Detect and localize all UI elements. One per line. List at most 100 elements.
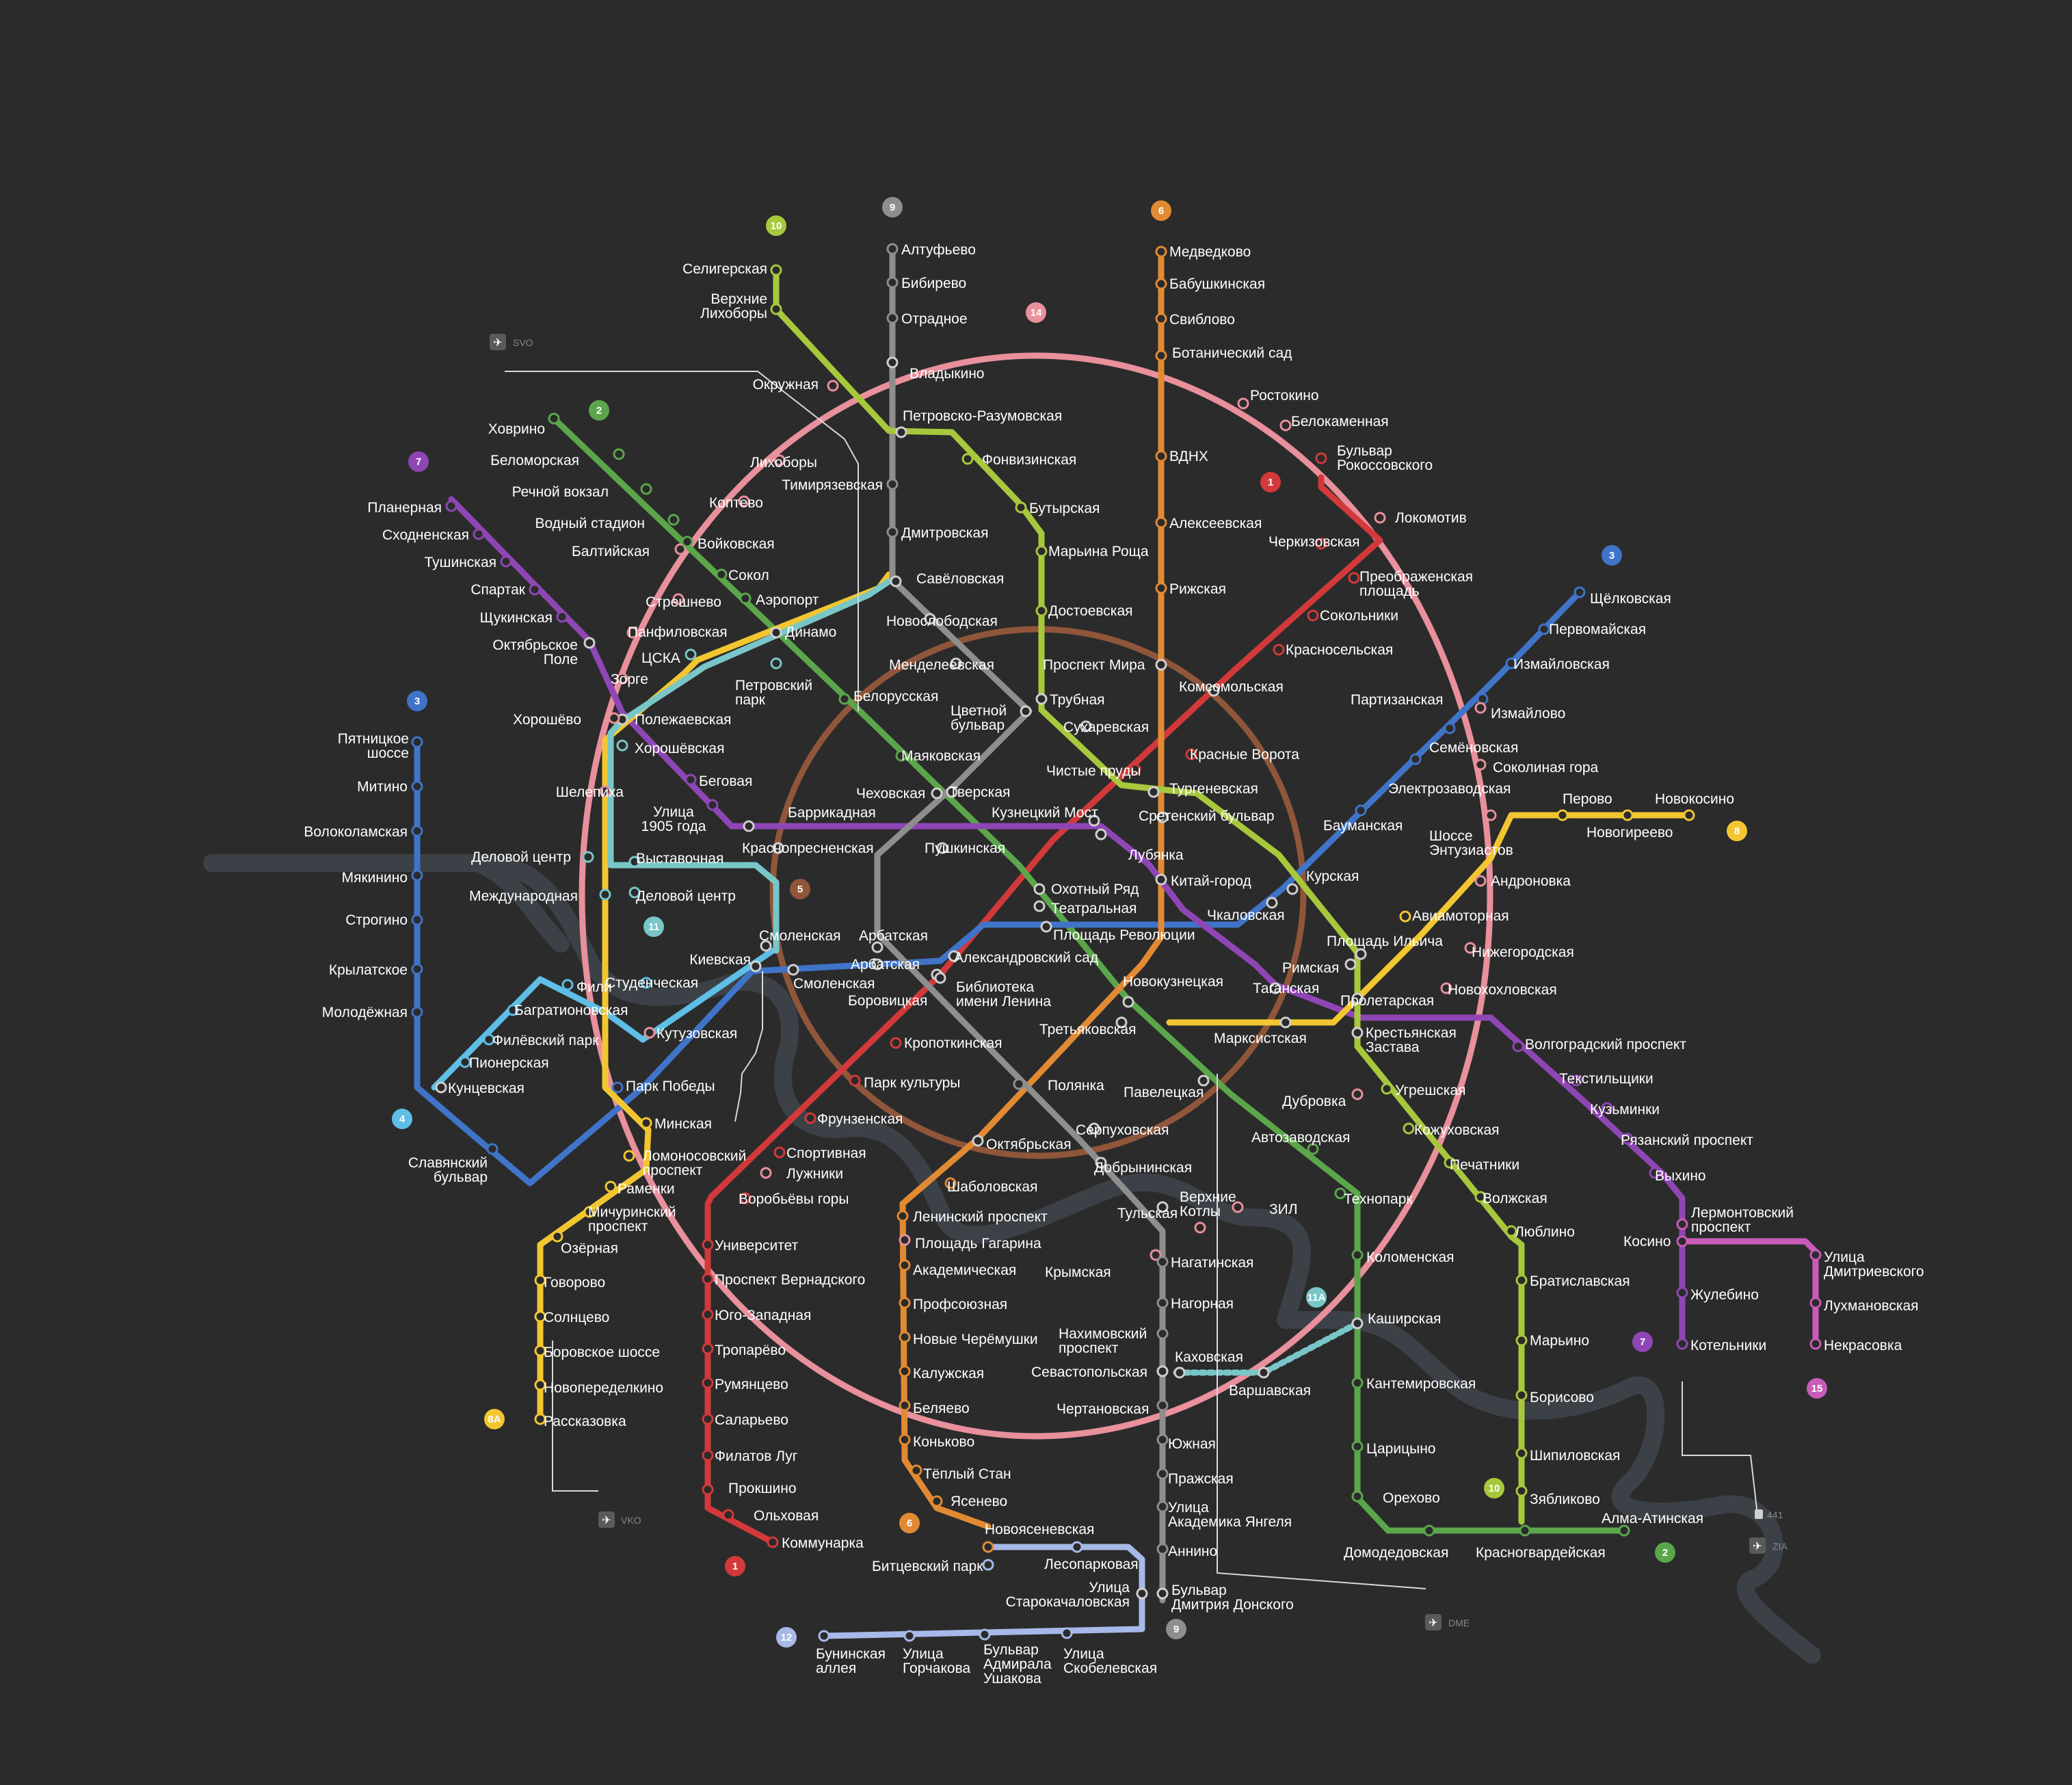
station-dot[interactable] [936,842,948,854]
station-dubrovka[interactable]: Дубровка [1282,1088,1364,1109]
station-dot[interactable] [1020,705,1032,717]
station-sevastopolskaya[interactable]: Севастопольская [1031,1364,1169,1380]
station-dot[interactable] [982,1559,994,1571]
station-belokamennaya[interactable]: Белокаменная [1279,414,1389,432]
station-dot[interactable] [702,1343,714,1355]
station-dot[interactable] [1156,1587,1169,1600]
station-delovoy-centr1[interactable]: Деловой центр [471,849,594,865]
station-kakhovskaya[interactable]: Каховская [1173,1349,1243,1379]
station-dot[interactable] [1147,786,1160,798]
station-dot[interactable] [582,851,594,863]
station-dot[interactable] [1474,702,1487,714]
station-dot[interactable] [1348,572,1360,584]
station-sokol[interactable]: Сокол [715,568,769,583]
station-trubnaya[interactable]: Трубная [1035,692,1105,708]
station-dot[interactable] [1556,809,1569,821]
station-butyrskaya[interactable]: Бутырская [1015,501,1100,516]
station-dot[interactable] [1683,809,1695,821]
station-dot[interactable] [1266,897,1278,909]
station-dot[interactable] [1122,996,1134,1008]
station-dot[interactable] [1573,586,1586,598]
station-kuzminki[interactable]: Кузьминки [1590,1102,1660,1118]
station-kaluzhskaya[interactable]: Калужская [899,1365,984,1381]
station-dot[interactable] [702,1377,714,1389]
station-dot[interactable] [1279,1016,1292,1029]
station-dot[interactable] [1621,1133,1634,1145]
station-medvedkovo[interactable]: Медведково [1155,244,1251,260]
station-dot[interactable] [931,787,943,799]
station-dot[interactable] [681,536,693,548]
station-dot[interactable] [1676,1218,1688,1230]
station-dot[interactable] [1505,657,1517,670]
station-kantemirovskaya[interactable]: Кантемировская [1351,1376,1476,1392]
station-baumanskaya[interactable]: Бауманская [1323,804,1403,834]
station-chekhovskaya[interactable]: Чеховская [856,786,943,802]
station-bratislavskaya[interactable]: Братиславская [1515,1273,1630,1289]
station-dot[interactable] [1344,958,1357,970]
station-marksistskaya[interactable]: Марксистская [1214,1016,1307,1046]
station-filyovsky[interactable]: Филёвский парк [483,1033,599,1048]
station-dot[interactable] [1570,1074,1582,1087]
station-rostokino[interactable]: Ростокино [1237,388,1319,410]
line-11[interactable] [607,578,892,954]
station-dot[interactable] [583,1206,596,1218]
station-salaryevo[interactable]: Саларьево [702,1412,788,1428]
station-belyaevo[interactable]: Беляево [899,1399,970,1416]
station-dot[interactable] [1355,804,1367,817]
station-dot[interactable] [534,1379,546,1391]
station-dot[interactable] [899,1365,911,1377]
station-dot[interactable] [1474,758,1487,771]
station-aviamotornaya[interactable]: Авиамоторная [1399,908,1509,924]
station-dot[interactable] [886,356,899,369]
station-petrovsko-razum[interactable]: Петровско-Разумовская [895,408,1062,438]
station-seligerskaya[interactable]: Селигерская [682,261,782,277]
station-dot[interactable] [685,648,697,661]
station-dot[interactable] [1351,1249,1364,1261]
station-shchyolkovskaya[interactable]: Щёлковская [1573,586,1671,607]
station-leninsky[interactable]: Ленинский проспект [896,1209,1048,1225]
station-tyoply-stan[interactable]: Тёплый Стан [910,1464,1011,1482]
station-dot[interactable] [715,568,728,581]
station-turgenevskaya[interactable]: Тургеневская [1147,781,1258,798]
station-dot[interactable] [1155,278,1167,290]
airport-dme[interactable]: ✈DME [1425,1614,1470,1630]
station-yugo-zapadnaya[interactable]: Юго-Западная [702,1308,811,1323]
station-dot[interactable] [534,1413,546,1425]
station-dot[interactable] [903,1630,916,1642]
station-dot[interactable] [1515,1447,1528,1459]
station-dot[interactable] [770,657,782,670]
station-varshavskaya[interactable]: Варшавская [1229,1366,1311,1399]
station-dot[interactable] [899,1297,911,1309]
station-dot[interactable] [1155,313,1167,325]
line-8a[interactable] [537,571,892,1423]
station-dot[interactable] [722,1509,734,1521]
station-dot[interactable] [1095,1156,1107,1169]
station-dot[interactable] [770,626,782,639]
station-dot[interactable] [1156,1256,1169,1268]
station-dot[interactable] [1156,1468,1169,1480]
station-dot[interactable] [685,774,697,786]
station-bagrationovskaya[interactable]: Багратионовская [507,1003,628,1018]
station-konkovo[interactable]: Коньково [899,1433,974,1450]
station-prospekt-vernadskogo[interactable]: Проспект Вернадского [702,1272,865,1288]
station-dot[interactable] [1033,900,1046,912]
station-tekstilshchiki[interactable]: Текстильщики [1559,1071,1653,1087]
station-minskaya[interactable]: Минская [640,1116,712,1132]
station-dot[interactable] [628,856,641,868]
station-pionerskaya[interactable]: Пионерская [459,1055,549,1071]
station-dot[interactable] [1381,1083,1393,1095]
station-alma-atinskaya[interactable]: Алма-Атинская [1602,1511,1703,1537]
station-orekhovo[interactable]: Орехово [1351,1490,1440,1506]
station-dot[interactable] [1307,1143,1319,1155]
station-dot[interactable] [982,1541,994,1553]
station-kosino[interactable]: Косино [1623,1234,1688,1250]
station-dot[interactable] [616,739,628,752]
